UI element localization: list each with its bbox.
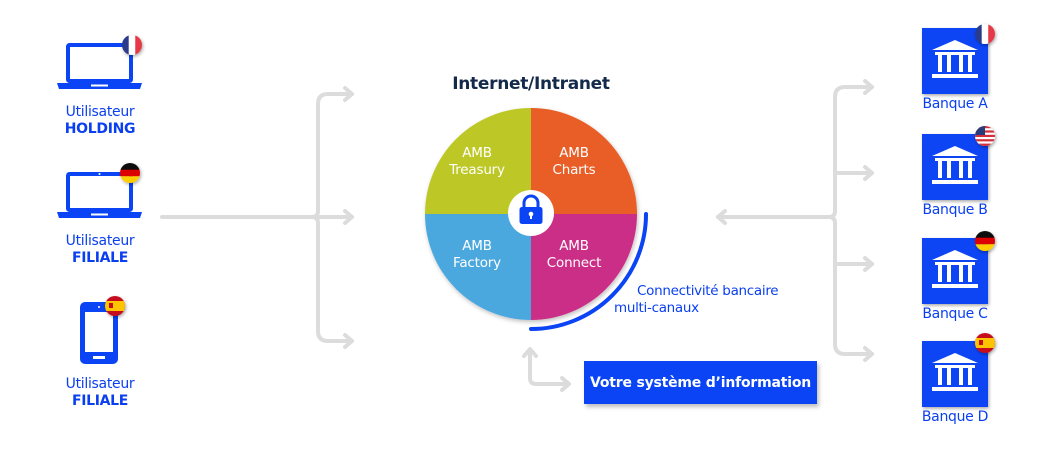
bank-c-tile bbox=[922, 238, 988, 304]
bank-label-b: Banque B bbox=[922, 202, 988, 218]
laptop-icon bbox=[57, 40, 142, 89]
laptop-icon bbox=[57, 172, 142, 218]
user-role: Utilisateur bbox=[65, 104, 135, 120]
arrow-right-icon bbox=[863, 346, 874, 362]
module-label-treasury: AMB Treasury bbox=[437, 145, 517, 179]
spain-flag-icon bbox=[975, 333, 995, 353]
arrow-right-icon bbox=[343, 333, 354, 349]
user-role: Utilisateur bbox=[65, 233, 135, 249]
user-entity: FILIALE bbox=[71, 250, 129, 266]
usa-flag-icon bbox=[975, 126, 995, 146]
arrow-right-icon bbox=[560, 376, 571, 392]
connectivity-label-line2: multi-canaux bbox=[614, 300, 699, 316]
bank-icon bbox=[932, 146, 978, 184]
bank-label-c: Banque C bbox=[922, 306, 988, 322]
connectivity-label-line1: Connectivité bancaire bbox=[637, 283, 779, 299]
info-system-connector bbox=[522, 347, 571, 392]
module-wheel bbox=[425, 108, 637, 320]
info-system-button[interactable]: Votre système d’information bbox=[584, 361, 817, 404]
france-flag-icon bbox=[122, 35, 142, 55]
module-quadrant-factory bbox=[425, 214, 531, 320]
bank-label-d: Banque D bbox=[921, 409, 989, 425]
network-title: Internet/Intranet bbox=[452, 74, 610, 94]
arrow-left-icon bbox=[716, 209, 727, 225]
user-label-filiale-1: Utilisateur FILIALE bbox=[45, 233, 155, 267]
bank-icon bbox=[932, 40, 978, 78]
arrow-right-icon bbox=[343, 209, 354, 225]
lock-badge bbox=[508, 190, 554, 236]
user-label-filiale-2: Utilisateur FILIALE bbox=[45, 376, 155, 410]
module-brand: AMB bbox=[462, 238, 492, 254]
arrow-right-icon bbox=[863, 256, 874, 272]
arrow-up-icon bbox=[522, 347, 538, 358]
lock-icon bbox=[519, 194, 543, 224]
arrow-right-icon bbox=[863, 165, 874, 181]
left-connector bbox=[160, 86, 354, 349]
bank-icon bbox=[932, 353, 978, 391]
module-name: Charts bbox=[552, 162, 596, 178]
spain-flag-icon bbox=[105, 296, 125, 316]
connectivity-arc bbox=[529, 212, 648, 331]
module-quadrant-charts bbox=[531, 108, 637, 214]
module-brand: AMB bbox=[559, 145, 589, 161]
user-entity: HOLDING bbox=[64, 121, 136, 137]
connector-trunk bbox=[160, 92, 354, 219]
module-name: Treasury bbox=[449, 162, 505, 178]
germany-flag-icon bbox=[975, 231, 995, 251]
module-label-charts: AMB Charts bbox=[534, 145, 614, 179]
user-entity: FILIALE bbox=[71, 393, 129, 409]
module-quadrant-treasury bbox=[425, 108, 531, 214]
connector-trunk bbox=[716, 85, 874, 219]
module-label-factory: AMB Factory bbox=[437, 238, 517, 272]
module-label-connect: AMB Connect bbox=[534, 238, 614, 272]
module-brand: AMB bbox=[559, 238, 589, 254]
arrow-right-icon bbox=[343, 86, 354, 102]
bank-label-a: Banque A bbox=[922, 96, 988, 112]
user-role: Utilisateur bbox=[65, 376, 135, 392]
france-flag-icon bbox=[975, 24, 995, 44]
bank-icon bbox=[932, 250, 978, 288]
module-quadrant-connect bbox=[531, 214, 637, 320]
connector-branch bbox=[827, 215, 874, 356]
connector-branch bbox=[310, 215, 354, 343]
right-connector bbox=[716, 79, 874, 362]
module-name: Connect bbox=[546, 255, 602, 271]
bank-b-tile bbox=[922, 134, 988, 200]
module-name: Factory bbox=[453, 255, 501, 271]
user-label-holding: Utilisateur HOLDING bbox=[45, 104, 155, 138]
germany-flag-icon bbox=[120, 163, 140, 183]
bank-d-tile bbox=[922, 341, 988, 407]
arrow-right-icon bbox=[863, 79, 874, 95]
smartphone-icon bbox=[80, 302, 118, 364]
module-brand: AMB bbox=[462, 145, 492, 161]
